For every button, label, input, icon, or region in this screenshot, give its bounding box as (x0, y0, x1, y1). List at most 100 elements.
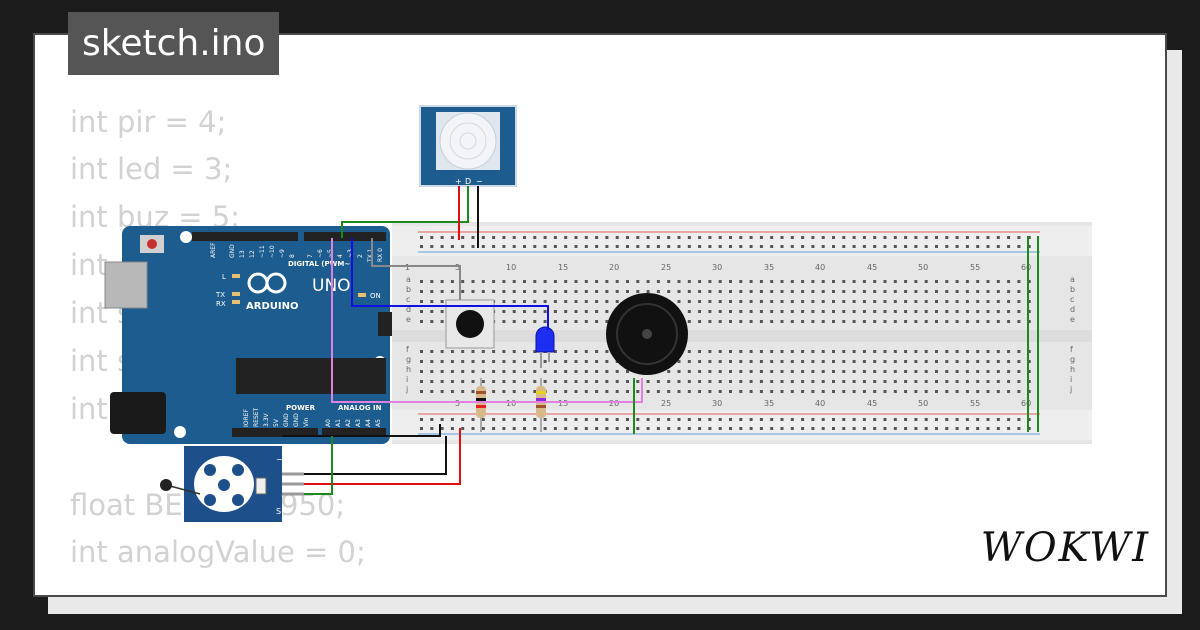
svg-text:15: 15 (558, 399, 568, 408)
code-line: int pir = 4; (70, 105, 227, 139)
svg-text:GND: GND (293, 413, 300, 427)
wokwi-logo: WOKWI (980, 525, 1150, 571)
svg-text:ON: ON (370, 292, 381, 300)
svg-text:10: 10 (506, 399, 516, 408)
wire-red-ntc-vcc (304, 428, 461, 485)
svg-text:35: 35 (764, 263, 774, 272)
atmega-chip (236, 358, 386, 394)
svg-text:50: 50 (918, 263, 928, 272)
svg-text:e: e (406, 315, 411, 324)
wire-gray-button (371, 238, 461, 300)
svg-text:a: a (406, 275, 411, 284)
pin-label: ~9 (279, 249, 286, 258)
wires (282, 186, 1039, 495)
svg-text:A4: A4 (365, 419, 372, 427)
arduino-brand: ARDUINO (246, 301, 298, 312)
sketch-title[interactable]: sketch.ino (68, 12, 280, 75)
analog-header (322, 428, 386, 437)
pin-label: ~3 (347, 249, 354, 258)
svg-text:A3: A3 (355, 419, 362, 427)
rx-led (232, 300, 240, 304)
svg-text:5: 5 (455, 399, 460, 408)
svg-text:c: c (406, 295, 410, 304)
svg-text:A0: A0 (325, 419, 332, 427)
power-header (232, 428, 318, 437)
tx-led (232, 292, 240, 296)
svg-text:g: g (406, 355, 411, 364)
svg-text:j: j (1069, 385, 1072, 394)
svg-text:GND: GND (283, 413, 290, 427)
thermistor-bead-icon (160, 479, 172, 491)
svg-text:40: 40 (815, 263, 825, 272)
pin-label: 2 (357, 254, 364, 258)
svg-text:20: 20 (609, 263, 619, 272)
svg-text:1: 1 (405, 263, 410, 272)
wire-green-ntc-signal (304, 436, 333, 495)
svg-text:L: L (222, 273, 226, 281)
svg-text:g: g (1070, 355, 1075, 364)
svg-text:25: 25 (661, 399, 671, 408)
svg-text:+: + (455, 177, 462, 186)
digital-header-right (304, 232, 386, 241)
svg-text:5V: 5V (273, 418, 280, 427)
pin-label: ~11 (259, 245, 266, 258)
piezo-buzzer[interactable] (606, 293, 688, 375)
svg-text:IOREF: IOREF (243, 409, 250, 427)
svg-text:h: h (1070, 365, 1075, 374)
icsp-header (378, 312, 392, 336)
pin-label: 13 (239, 250, 246, 258)
svg-text:60: 60 (1021, 263, 1031, 272)
svg-text:h: h (406, 365, 411, 374)
svg-text:60: 60 (1021, 399, 1031, 408)
pin-label: ~10 (269, 245, 276, 258)
push-button-cap-icon (456, 310, 484, 338)
svg-text:45: 45 (867, 263, 877, 272)
svg-text:25: 25 (661, 263, 671, 272)
blue-led[interactable] (535, 326, 555, 368)
svg-text:i: i (406, 375, 408, 384)
svg-text:45: 45 (867, 399, 877, 408)
breadboard[interactable]: 1 5 10 15 20 25 30 35 40 45 50 55 60 5 1… (392, 222, 1092, 444)
digital-label: DIGITAL (PWM~) (288, 260, 353, 268)
usb-port (104, 261, 148, 309)
svg-text:d: d (406, 305, 411, 314)
pin-label: ~5 (327, 249, 334, 258)
code-line: int analogValue = 0; (70, 535, 366, 569)
svg-text:d: d (1070, 305, 1075, 314)
wire-black-ntc-gnd (304, 436, 447, 475)
pir-motion-sensor[interactable]: + D − (419, 105, 517, 187)
svg-text:30: 30 (712, 399, 722, 408)
svg-text:−: − (276, 455, 283, 464)
pin-label: ~6 (317, 249, 324, 258)
svg-text:TX: TX (215, 291, 225, 299)
digital-header-left (192, 232, 298, 241)
code-line: int (70, 392, 108, 426)
svg-text:35: 35 (764, 399, 774, 408)
pin-label: 4 (337, 254, 344, 258)
svg-text:j: j (405, 385, 408, 394)
resistor-button[interactable] (476, 378, 486, 432)
svg-text:b: b (406, 285, 411, 294)
svg-text:55: 55 (970, 399, 980, 408)
code-line: float BE (70, 488, 183, 522)
svg-text:15: 15 (558, 263, 568, 272)
arduino-uno-board[interactable]: AREF GND 13 12 ~11 ~10 ~9 8 7 ~6 ~5 4 ~3… (104, 226, 392, 444)
ntc-temperature-sensor[interactable]: − S (160, 446, 304, 522)
svg-text:A2: A2 (345, 419, 352, 427)
svg-text:30: 30 (712, 263, 722, 272)
breadboard-column-numbers: 1 5 10 15 20 25 30 35 40 45 50 55 60 5 1… (405, 263, 1031, 408)
pin-label: AREF (210, 242, 217, 258)
svg-text:f: f (406, 345, 409, 354)
pir-dome-icon (439, 112, 497, 170)
mounting-hole (180, 231, 192, 243)
svg-text:c: c (1070, 295, 1074, 304)
power-jack (110, 392, 166, 434)
code-line: int (70, 248, 108, 282)
svg-text:5: 5 (455, 263, 460, 272)
svg-text:50: 50 (918, 399, 928, 408)
svg-text:ANALOG IN: ANALOG IN (338, 404, 382, 412)
svg-text:40: 40 (815, 399, 825, 408)
svg-text:i: i (1070, 375, 1072, 384)
push-button[interactable] (445, 299, 495, 349)
